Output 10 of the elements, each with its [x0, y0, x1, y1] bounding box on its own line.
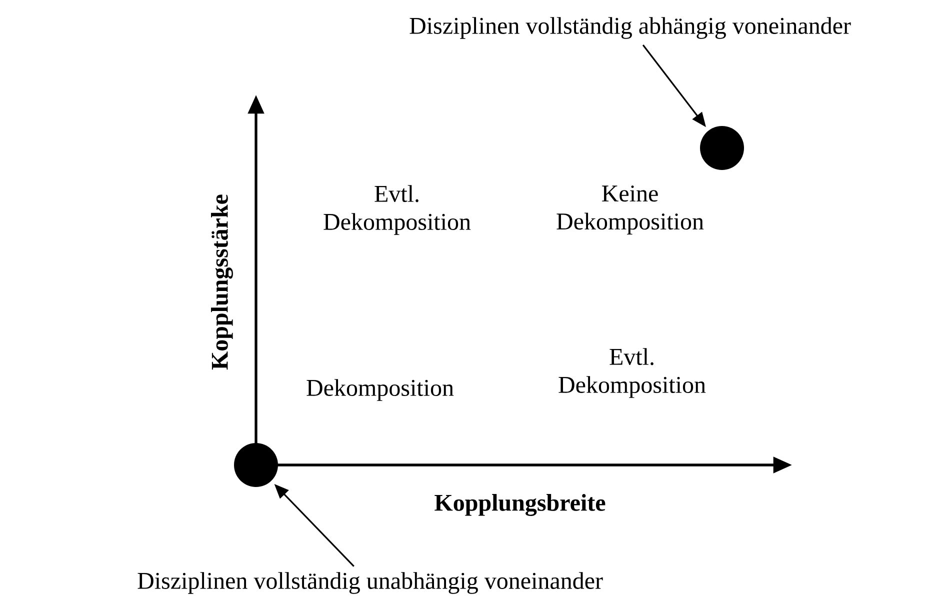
- quadrant-label: Evtl. Dekomposition: [324, 185, 471, 235]
- quadrant-label: Evtl. Dekomposition: [558, 348, 706, 398]
- note-text: Disziplinen vollständig abhängig voneinander: [410, 17, 851, 39]
- axis-label: Kopplungsstärke: [211, 194, 233, 370]
- dot-marker: [700, 126, 744, 170]
- quadrant-label: Keine Dekomposition: [556, 186, 704, 234]
- note-text: Disziplinen vollständig unabhängig voneinander: [138, 572, 603, 594]
- quadrant-label: Dekomposition: [306, 379, 454, 401]
- axis-label: Kopplungsbreite: [434, 494, 606, 516]
- dot-marker: [234, 443, 278, 487]
